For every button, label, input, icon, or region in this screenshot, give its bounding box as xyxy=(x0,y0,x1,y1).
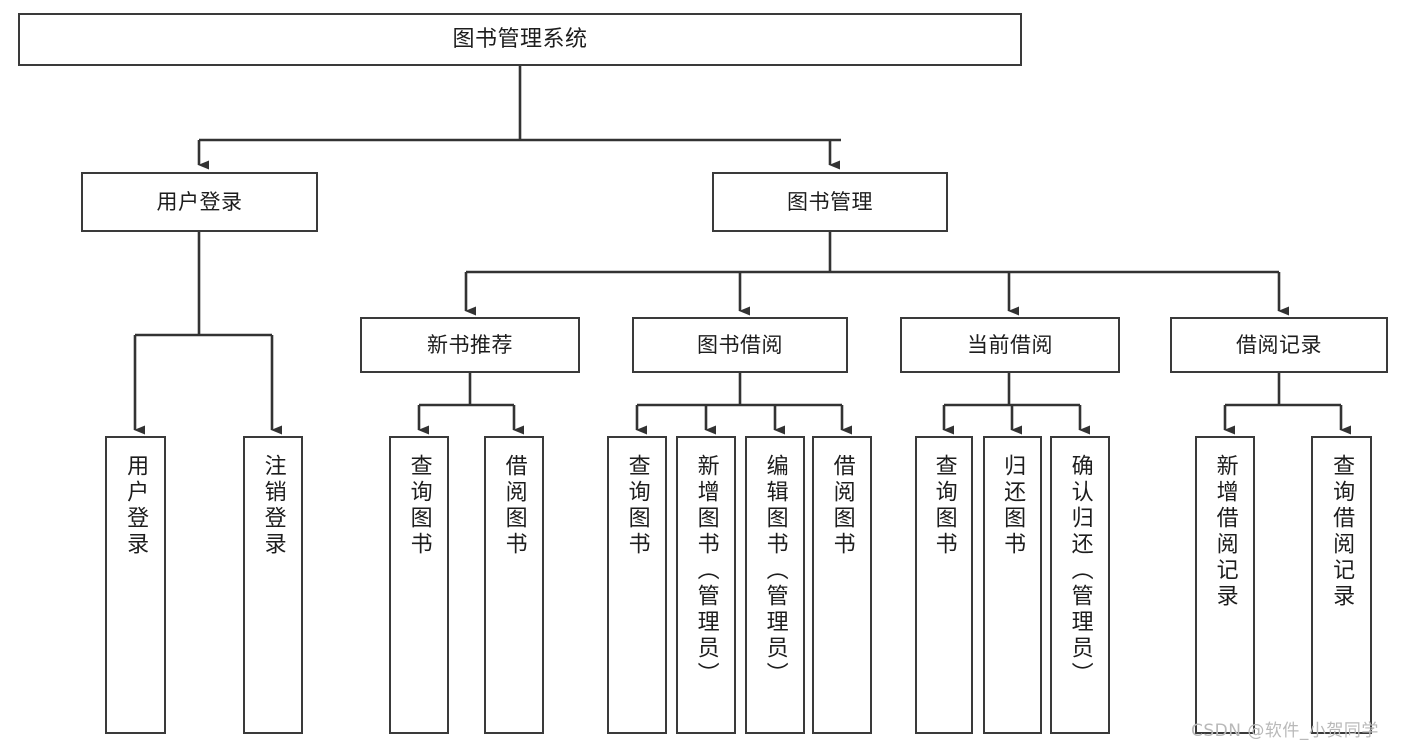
node-label: 用户登录 xyxy=(156,189,243,214)
node-label: 借阅图书 xyxy=(501,454,527,558)
node-label: 注销登录 xyxy=(260,454,286,558)
node-current-borrow[interactable]: 当前借阅 xyxy=(900,317,1120,373)
node-user-login[interactable]: 用户登录 xyxy=(81,172,318,232)
node-leaf-borrow-book[interactable]: 借阅图书 xyxy=(812,436,872,734)
node-label: 归还图书 xyxy=(1000,454,1026,558)
node-label: 查询图书 xyxy=(624,454,650,558)
node-leaf-user-login[interactable]: 用户登录 xyxy=(105,436,166,734)
node-leaf-query-book-current[interactable]: 查询图书 xyxy=(915,436,973,734)
node-label: 新增借阅记录 xyxy=(1212,454,1238,610)
node-label: 当前借阅 xyxy=(967,332,1053,357)
node-leaf-add-book[interactable]: 新增图书（管理员） xyxy=(676,436,736,734)
node-leaf-return-book[interactable]: 归还图书 xyxy=(983,436,1042,734)
node-label: 借阅图书 xyxy=(829,454,855,558)
node-label: 新增图书（管理员） xyxy=(693,454,719,688)
node-root-system[interactable]: 图书管理系统 xyxy=(18,13,1022,66)
node-leaf-edit-book[interactable]: 编辑图书（管理员） xyxy=(745,436,805,734)
node-label: 图书管理 xyxy=(787,189,873,214)
node-borrow-record[interactable]: 借阅记录 xyxy=(1170,317,1388,373)
node-label: 查询图书 xyxy=(406,454,432,558)
node-book-manage[interactable]: 图书管理 xyxy=(712,172,948,232)
node-leaf-user-logout[interactable]: 注销登录 xyxy=(243,436,303,734)
node-leaf-query-book-borrow[interactable]: 查询图书 xyxy=(607,436,667,734)
node-leaf-borrow-book-recommendation[interactable]: 借阅图书 xyxy=(484,436,544,734)
node-label: 编辑图书（管理员） xyxy=(762,454,788,688)
node-leaf-add-borrow-record[interactable]: 新增借阅记录 xyxy=(1195,436,1255,734)
node-leaf-query-borrow-record[interactable]: 查询借阅记录 xyxy=(1311,436,1372,734)
node-label: 图书管理系统 xyxy=(452,26,588,52)
node-label: 图书借阅 xyxy=(697,332,783,357)
node-leaf-confirm-return[interactable]: 确认归还（管理员） xyxy=(1050,436,1110,734)
node-label: 查询图书 xyxy=(931,454,957,558)
node-new-book-recommendation[interactable]: 新书推荐 xyxy=(360,317,580,373)
watermark-text: CSDN @软件_小贺同学 xyxy=(1191,721,1379,741)
node-label: 查询借阅记录 xyxy=(1329,454,1355,610)
node-label: 新书推荐 xyxy=(427,332,513,357)
node-leaf-query-book-recommendation[interactable]: 查询图书 xyxy=(389,436,449,734)
node-label: 借阅记录 xyxy=(1236,332,1322,357)
node-label: 用户登录 xyxy=(123,454,149,558)
node-label: 确认归还（管理员） xyxy=(1067,454,1093,688)
node-book-borrow[interactable]: 图书借阅 xyxy=(632,317,848,373)
